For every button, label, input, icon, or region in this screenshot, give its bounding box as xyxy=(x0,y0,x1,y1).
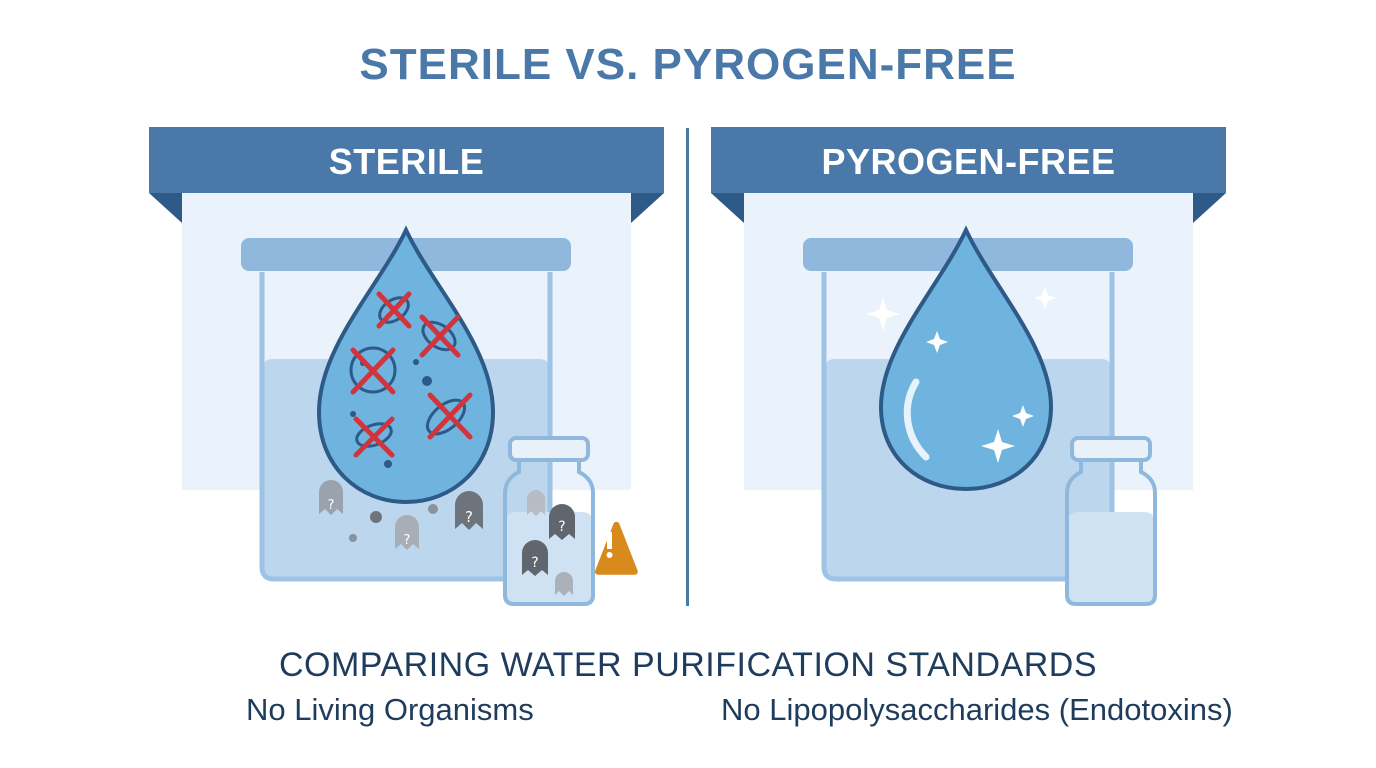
crossed-out-bacteria-icon xyxy=(349,291,473,468)
pyrogen-free-illustration xyxy=(711,127,1226,606)
warning-icon xyxy=(594,521,638,575)
sterile-caption: No Living Organisms xyxy=(246,692,534,727)
sterile-panel: ? ? ? xyxy=(149,127,664,627)
banner-fold-left xyxy=(149,193,182,223)
water-drop-icon xyxy=(316,225,496,505)
pyrogen-free-panel: PYROGEN-FREE xyxy=(711,127,1226,627)
svg-text:?: ? xyxy=(531,555,538,571)
svg-text:?: ? xyxy=(465,508,473,526)
endotoxin-ghost-icon: ? ? ? xyxy=(319,480,483,550)
banner-fold-right xyxy=(631,193,664,223)
vial-icon xyxy=(1065,436,1157,606)
water-drop-icon xyxy=(878,225,1054,492)
svg-text:?: ? xyxy=(558,519,565,535)
banner-fold-right xyxy=(1193,193,1226,223)
svg-text:?: ? xyxy=(328,498,335,513)
sparkle-icon xyxy=(866,287,1056,463)
vial-icon: ? ? xyxy=(503,436,595,606)
panel-divider xyxy=(686,128,689,606)
pyrogen-free-label: PYROGEN-FREE xyxy=(821,141,1116,182)
pyrogen-free-caption: No Lipopolysaccharides (Endotoxins) xyxy=(721,692,1233,727)
banner xyxy=(711,127,1226,193)
page-title: STERILE VS. PYROGEN-FREE xyxy=(359,40,1017,89)
svg-text:?: ? xyxy=(404,533,411,548)
banner-fold-left xyxy=(711,193,744,223)
banner xyxy=(149,127,664,193)
sterile-label: STERILE xyxy=(328,141,485,182)
subtitle: COMPARING WATER PURIFICATION STANDARDS xyxy=(278,646,1098,684)
sterile-illustration: ? ? ? xyxy=(149,127,664,606)
